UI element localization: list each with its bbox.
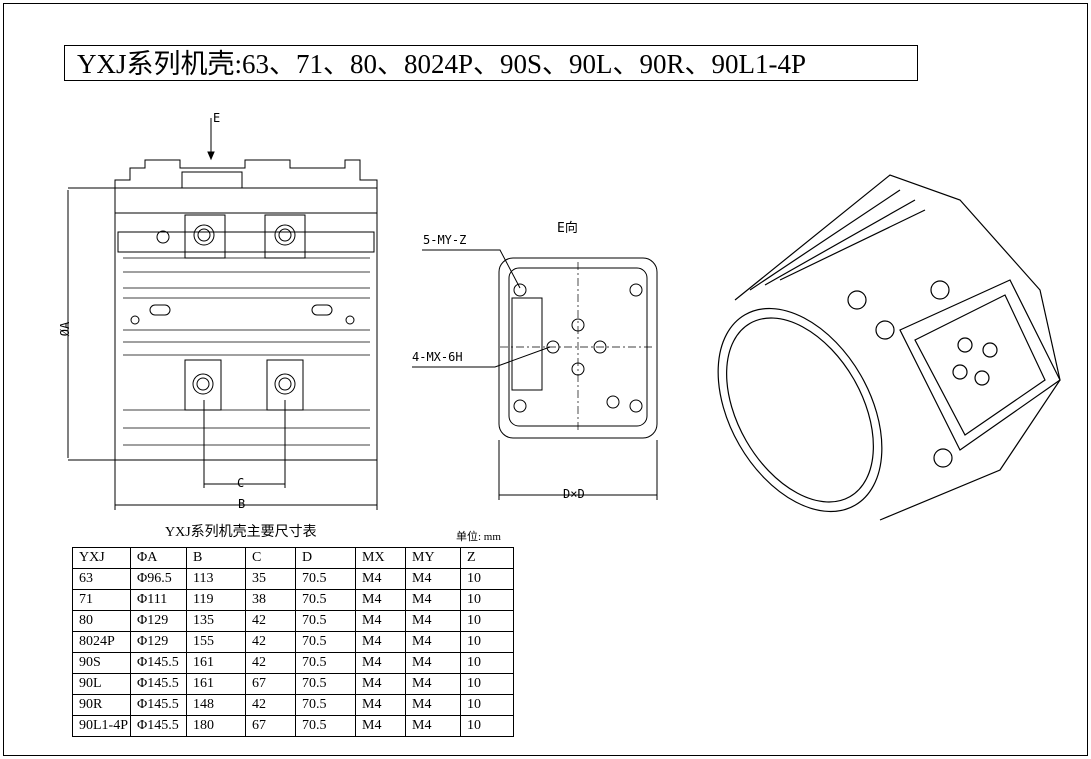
table-cell: 10 bbox=[460, 631, 514, 653]
table-cell: M4 bbox=[355, 568, 406, 590]
table-cell: 70.5 bbox=[295, 715, 356, 737]
label-e-view: E向 bbox=[557, 221, 578, 236]
table-cell: 42 bbox=[245, 631, 296, 653]
table-cell: 148 bbox=[186, 694, 246, 716]
label-c: C bbox=[237, 476, 245, 490]
table-cell: Φ111 bbox=[130, 589, 187, 611]
table-cell: 42 bbox=[245, 694, 296, 716]
table-cell: M4 bbox=[405, 715, 461, 737]
table-cell: 90S bbox=[72, 652, 131, 674]
label-e: E bbox=[213, 111, 221, 125]
table-cell: 67 bbox=[245, 673, 296, 695]
table-cell: 8024P bbox=[72, 631, 131, 653]
table-cell: 10 bbox=[460, 694, 514, 716]
label-4-mx-6h: 4-MX-6H bbox=[412, 350, 463, 364]
label-phi-a: ØA bbox=[58, 321, 73, 337]
table-cell: C bbox=[245, 547, 296, 569]
table-cell: Z bbox=[460, 547, 514, 569]
table-cell: D bbox=[295, 547, 356, 569]
table-cell: M4 bbox=[355, 673, 406, 695]
label-dxd: D×D bbox=[563, 487, 585, 501]
table-cell: 70.5 bbox=[295, 652, 356, 674]
table-cell: M4 bbox=[355, 652, 406, 674]
table-cell: 35 bbox=[245, 568, 296, 590]
table-cell: 10 bbox=[460, 568, 514, 590]
unit-label: 单位: mm bbox=[456, 531, 501, 543]
table-cell: M4 bbox=[405, 610, 461, 632]
sheet-border bbox=[3, 3, 1088, 756]
drawing-title: YXJ系列机壳:63、71、80、8024P、90S、90L、90R、90L1-… bbox=[64, 45, 918, 81]
table-cell: 70.5 bbox=[295, 568, 356, 590]
table-cell: Φ129 bbox=[130, 631, 187, 653]
table-cell: 10 bbox=[460, 589, 514, 611]
table-caption: YXJ系列机壳主要尺寸表 bbox=[165, 525, 317, 540]
table-cell: B bbox=[186, 547, 246, 569]
table-cell: 70.5 bbox=[295, 610, 356, 632]
table-cell: M4 bbox=[355, 610, 406, 632]
table-cell: 70.5 bbox=[295, 673, 356, 695]
table-cell: 161 bbox=[186, 652, 246, 674]
table-cell: 70.5 bbox=[295, 694, 356, 716]
table-cell: 63 bbox=[72, 568, 131, 590]
table-cell: 67 bbox=[245, 715, 296, 737]
table-cell: ΦA bbox=[130, 547, 187, 569]
table-cell: Φ145.5 bbox=[130, 694, 187, 716]
front-view bbox=[67, 118, 378, 510]
table-cell: Φ129 bbox=[130, 610, 187, 632]
table-cell: M4 bbox=[355, 631, 406, 653]
table-cell: Φ96.5 bbox=[130, 568, 187, 590]
table-cell: 90R bbox=[72, 694, 131, 716]
table-cell: 155 bbox=[186, 631, 246, 653]
table-cell: 70.5 bbox=[295, 589, 356, 611]
table-cell: M4 bbox=[355, 694, 406, 716]
table-cell: Φ145.5 bbox=[130, 652, 187, 674]
table-cell: 70.5 bbox=[295, 631, 356, 653]
table-cell: 38 bbox=[245, 589, 296, 611]
table-cell: 10 bbox=[460, 652, 514, 674]
e-direction-view bbox=[412, 249, 658, 500]
label-5-my-z: 5-MY-Z bbox=[423, 233, 467, 247]
table-cell: 10 bbox=[460, 673, 514, 695]
table-cell: 71 bbox=[72, 589, 131, 611]
table-cell: M4 bbox=[405, 694, 461, 716]
table-cell: 119 bbox=[186, 589, 246, 611]
table-cell: M4 bbox=[405, 631, 461, 653]
table-cell: MX bbox=[355, 547, 406, 569]
table-cell: YXJ bbox=[72, 547, 131, 569]
table-cell: 10 bbox=[460, 610, 514, 632]
table-cell: Φ145.5 bbox=[130, 673, 187, 695]
table-cell: M4 bbox=[405, 652, 461, 674]
table-cell: M4 bbox=[355, 715, 406, 737]
table-cell: M4 bbox=[405, 589, 461, 611]
table-cell: 42 bbox=[245, 610, 296, 632]
table-cell: 80 bbox=[72, 610, 131, 632]
table-cell: M4 bbox=[405, 673, 461, 695]
table-cell: M4 bbox=[355, 589, 406, 611]
table-cell: 180 bbox=[186, 715, 246, 737]
table-cell: 10 bbox=[460, 715, 514, 737]
table-cell: MY bbox=[405, 547, 461, 569]
table-cell: 90L bbox=[72, 673, 131, 695]
table-cell: 90L1-4P bbox=[72, 715, 131, 737]
table-cell: Φ145.5 bbox=[130, 715, 187, 737]
table-cell: 135 bbox=[186, 610, 246, 632]
isometric-view bbox=[717, 174, 1061, 521]
table-cell: 42 bbox=[245, 652, 296, 674]
table-cell: M4 bbox=[405, 568, 461, 590]
table-cell: 161 bbox=[186, 673, 246, 695]
label-b: B bbox=[238, 497, 246, 511]
table-cell: 113 bbox=[186, 568, 246, 590]
